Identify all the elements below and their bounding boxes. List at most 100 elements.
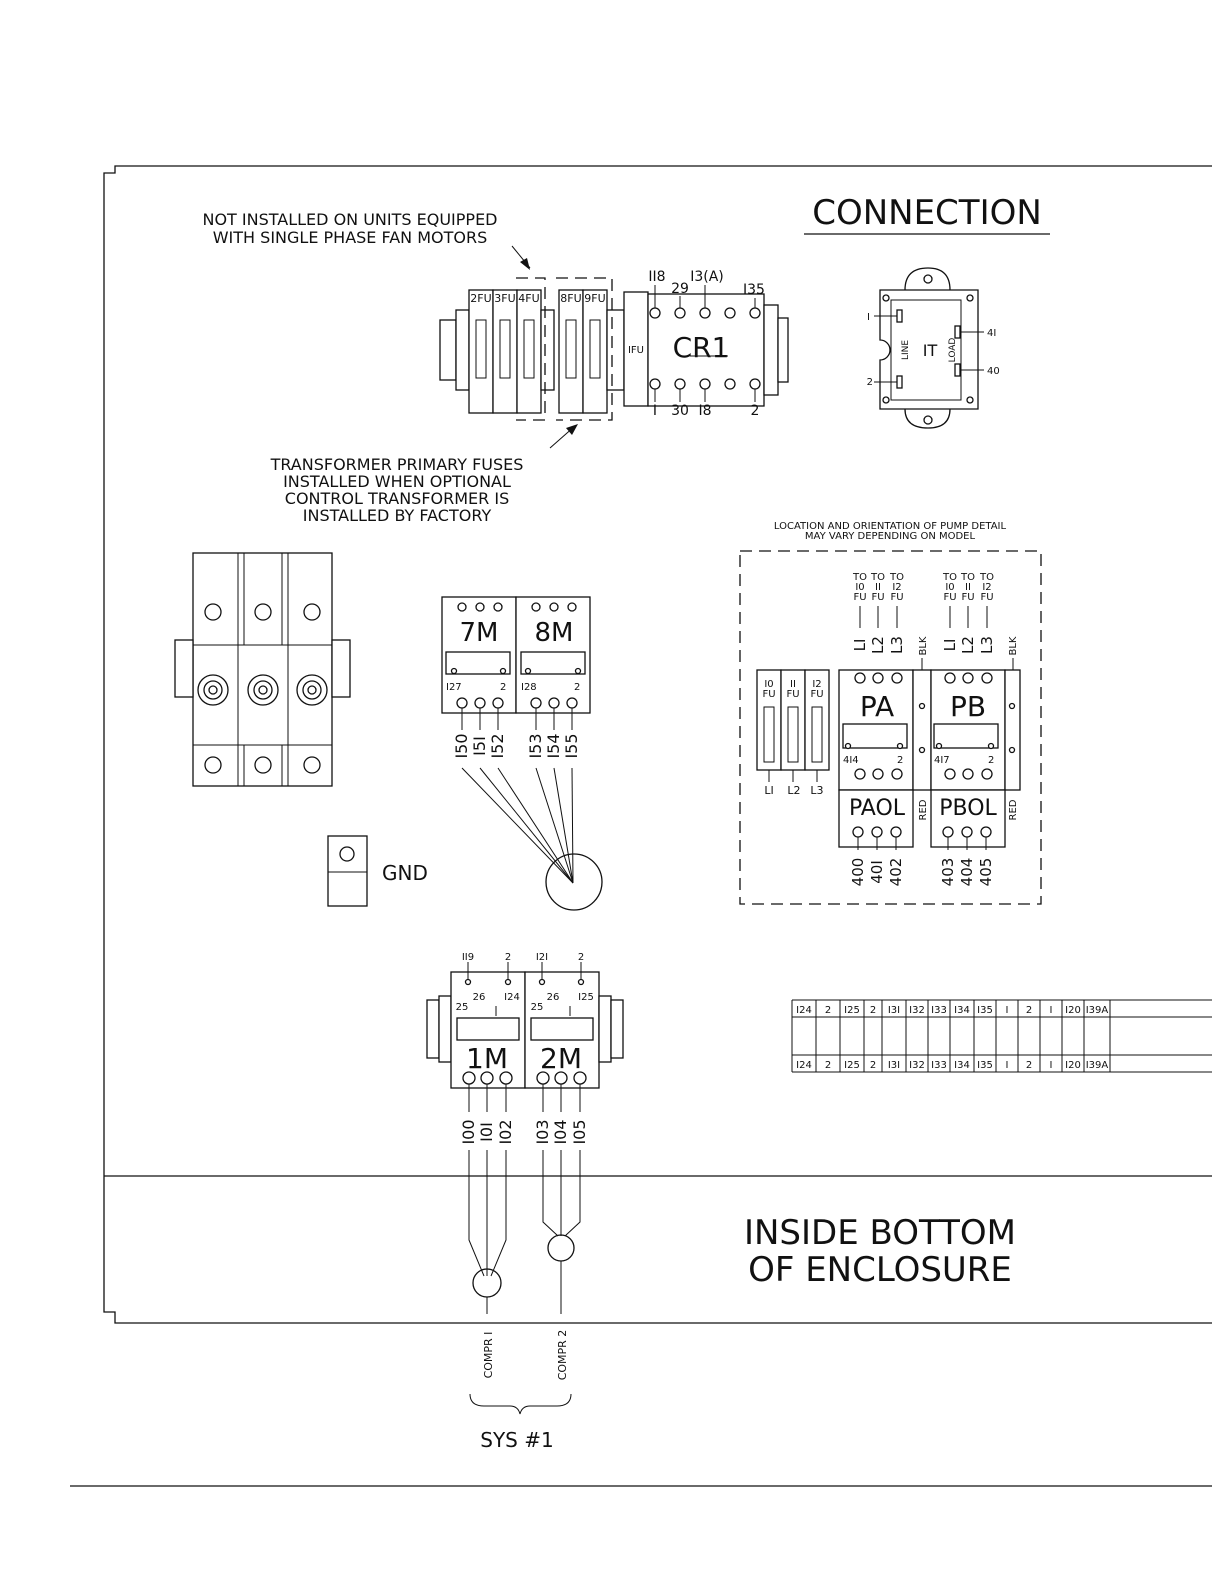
contactors-7m-8m: 7M 8M I27 2 I28 2 I50 I5I I52 I53 I54 I5… bbox=[441, 596, 603, 911]
svg-text:II: II bbox=[790, 679, 796, 690]
svg-text:400: 400 bbox=[849, 858, 867, 887]
terminal-strip: I24I2422I25I2522I3II3II32I32I33I33I34I34… bbox=[791, 999, 1212, 1073]
terminal-label-bottom: 2 bbox=[870, 1060, 876, 1071]
svg-text:LI: LI bbox=[941, 639, 959, 652]
svg-text:L3: L3 bbox=[888, 636, 906, 654]
svg-text:26: 26 bbox=[473, 992, 486, 1003]
svg-text:NOT INSTALLED ON UNITS EQUIPPE: NOT INSTALLED ON UNITS EQUIPPED bbox=[202, 210, 497, 229]
compressor-2-label: COMPR 2 bbox=[556, 1330, 569, 1381]
fuse-4fu-label: 4FU bbox=[518, 292, 539, 305]
svg-text:I50: I50 bbox=[452, 733, 471, 758]
terminal-label-bottom: I39A bbox=[1086, 1060, 1109, 1071]
svg-text:FU: FU bbox=[961, 592, 974, 603]
terminal-label-bottom: I bbox=[1006, 1060, 1009, 1071]
contactors-1m-2m: II9 2 I2I 2 25 26 I24 25 26 I25 1M 2M I0… bbox=[426, 952, 624, 1314]
inside-bottom-label-1: INSIDE BOTTOM bbox=[744, 1213, 1016, 1253]
svg-text:CONTROL TRANSFORMER IS: CONTROL TRANSFORMER IS bbox=[285, 489, 509, 508]
terminal-label-top: I20 bbox=[1065, 1005, 1081, 1016]
svg-text:LOCATION AND ORIENTATION OF PU: LOCATION AND ORIENTATION OF PUMP DETAIL bbox=[774, 521, 1007, 532]
sys-label: SYS #1 bbox=[480, 1428, 553, 1452]
svg-text:I55: I55 bbox=[562, 733, 581, 758]
svg-text:II9: II9 bbox=[462, 952, 474, 963]
svg-text:RED: RED bbox=[918, 799, 929, 820]
relay-cr1: CR1 II8 29 I3(A) I35 I 30 I8 2 bbox=[647, 269, 789, 419]
svg-text:I54: I54 bbox=[544, 733, 563, 758]
svg-text:INSTALLED WHEN OPTIONAL: INSTALLED WHEN OPTIONAL bbox=[283, 472, 511, 491]
svg-text:I3(A): I3(A) bbox=[690, 269, 724, 285]
svg-text:40: 40 bbox=[987, 366, 1000, 377]
svg-text:FU: FU bbox=[980, 592, 993, 603]
terminal-label-top: 2 bbox=[870, 1005, 876, 1016]
fuse-block-assembly: 2FU 3FU 4FU 8FU 9FU IFU bbox=[439, 277, 649, 421]
svg-text:FU: FU bbox=[871, 592, 884, 603]
svg-text:29: 29 bbox=[671, 281, 689, 297]
svg-text:TRANSFORMER PRIMARY FUSES: TRANSFORMER PRIMARY FUSES bbox=[270, 455, 524, 474]
fuse-1fu-label: IFU bbox=[628, 345, 644, 356]
svg-text:I8: I8 bbox=[698, 403, 711, 419]
terminal-label-bottom: 2 bbox=[1026, 1060, 1032, 1071]
compressor-labels: COMPR I COMPR 2 SYS #1 bbox=[469, 1330, 572, 1452]
svg-text:402: 402 bbox=[887, 858, 905, 887]
fan-wires bbox=[461, 708, 574, 884]
svg-text:I24: I24 bbox=[504, 992, 520, 1003]
fan-note: NOT INSTALLED ON UNITS EQUIPPED WITH SIN… bbox=[202, 210, 531, 270]
svg-text:I00: I00 bbox=[459, 1119, 478, 1144]
terminal-label-top: I33 bbox=[931, 1005, 947, 1016]
terminal-label-bottom: I bbox=[1050, 1060, 1053, 1071]
svg-text:WITH SINGLE PHASE FAN MOTORS: WITH SINGLE PHASE FAN MOTORS bbox=[213, 228, 488, 247]
svg-text:I: I bbox=[867, 312, 870, 323]
terminal-label-bottom: I34 bbox=[954, 1060, 970, 1071]
svg-text:BLK: BLK bbox=[918, 636, 929, 655]
svg-text:I0I: I0I bbox=[477, 1122, 496, 1142]
svg-text:MAY VARY DEPENDING ON MODEL: MAY VARY DEPENDING ON MODEL bbox=[805, 531, 976, 542]
terminal-label-top: I35 bbox=[977, 1005, 993, 1016]
sys-brace bbox=[469, 1393, 572, 1415]
terminal-label-top: I bbox=[1006, 1005, 1009, 1016]
svg-text:FU: FU bbox=[853, 592, 866, 603]
terminal-label-top: I24 bbox=[796, 1005, 812, 1016]
svg-text:2: 2 bbox=[505, 952, 511, 963]
svg-text:I52: I52 bbox=[488, 733, 507, 758]
svg-text:26: 26 bbox=[547, 992, 560, 1003]
inside-bottom-label-2: OF ENCLOSURE bbox=[748, 1250, 1012, 1290]
svg-text:2: 2 bbox=[500, 682, 506, 693]
fuse-8fu-label: 8FU bbox=[560, 292, 581, 305]
svg-text:L2: L2 bbox=[869, 636, 887, 654]
terminal-label-top: I34 bbox=[954, 1005, 970, 1016]
svg-text:I2: I2 bbox=[892, 582, 901, 593]
svg-text:II: II bbox=[875, 582, 881, 593]
svg-text:4I: 4I bbox=[987, 328, 996, 339]
fan-wire-labels: I50 I5I I52 I53 I54 I55 bbox=[452, 733, 581, 758]
transformer-note: TRANSFORMER PRIMARY FUSES INSTALLED WHEN… bbox=[270, 424, 578, 525]
terminal-label-top: I32 bbox=[909, 1005, 925, 1016]
fan-conduit-circle bbox=[545, 853, 603, 911]
svg-text:I0: I0 bbox=[764, 679, 773, 690]
svg-text:L3: L3 bbox=[810, 784, 823, 797]
svg-text:LI: LI bbox=[764, 784, 773, 797]
svg-text:FU: FU bbox=[786, 689, 799, 700]
svg-text:I0: I0 bbox=[855, 582, 864, 593]
contactor-7m-label: 7M bbox=[460, 618, 499, 648]
svg-text:TO: TO bbox=[889, 572, 904, 583]
svg-text:I04: I04 bbox=[551, 1119, 570, 1144]
pump-detail: LOCATION AND ORIENTATION OF PUMP DETAIL … bbox=[739, 521, 1042, 905]
terminal-label-bottom: 2 bbox=[825, 1060, 831, 1071]
svg-text:I03: I03 bbox=[533, 1119, 552, 1144]
terminal-label-bottom: I24 bbox=[796, 1060, 812, 1071]
contactor-2m-label: 2M bbox=[540, 1042, 582, 1075]
cr1-label: CR1 bbox=[673, 331, 730, 364]
terminal-label-bottom: I35 bbox=[977, 1060, 993, 1071]
svg-text:FU: FU bbox=[943, 592, 956, 603]
svg-text:INSTALLED BY FACTORY: INSTALLED BY FACTORY bbox=[303, 506, 492, 525]
svg-text:40I: 40I bbox=[868, 860, 886, 884]
compressor-2-conduit bbox=[547, 1234, 575, 1262]
svg-text:RED: RED bbox=[1008, 799, 1019, 820]
svg-text:LOAD: LOAD bbox=[948, 338, 958, 363]
svg-text:TO: TO bbox=[942, 572, 957, 583]
svg-text:LI: LI bbox=[851, 639, 869, 652]
svg-text:TO: TO bbox=[960, 572, 975, 583]
svg-text:2: 2 bbox=[897, 755, 903, 766]
fuse-9fu-label: 9FU bbox=[584, 292, 605, 305]
svg-text:403: 403 bbox=[939, 858, 957, 887]
